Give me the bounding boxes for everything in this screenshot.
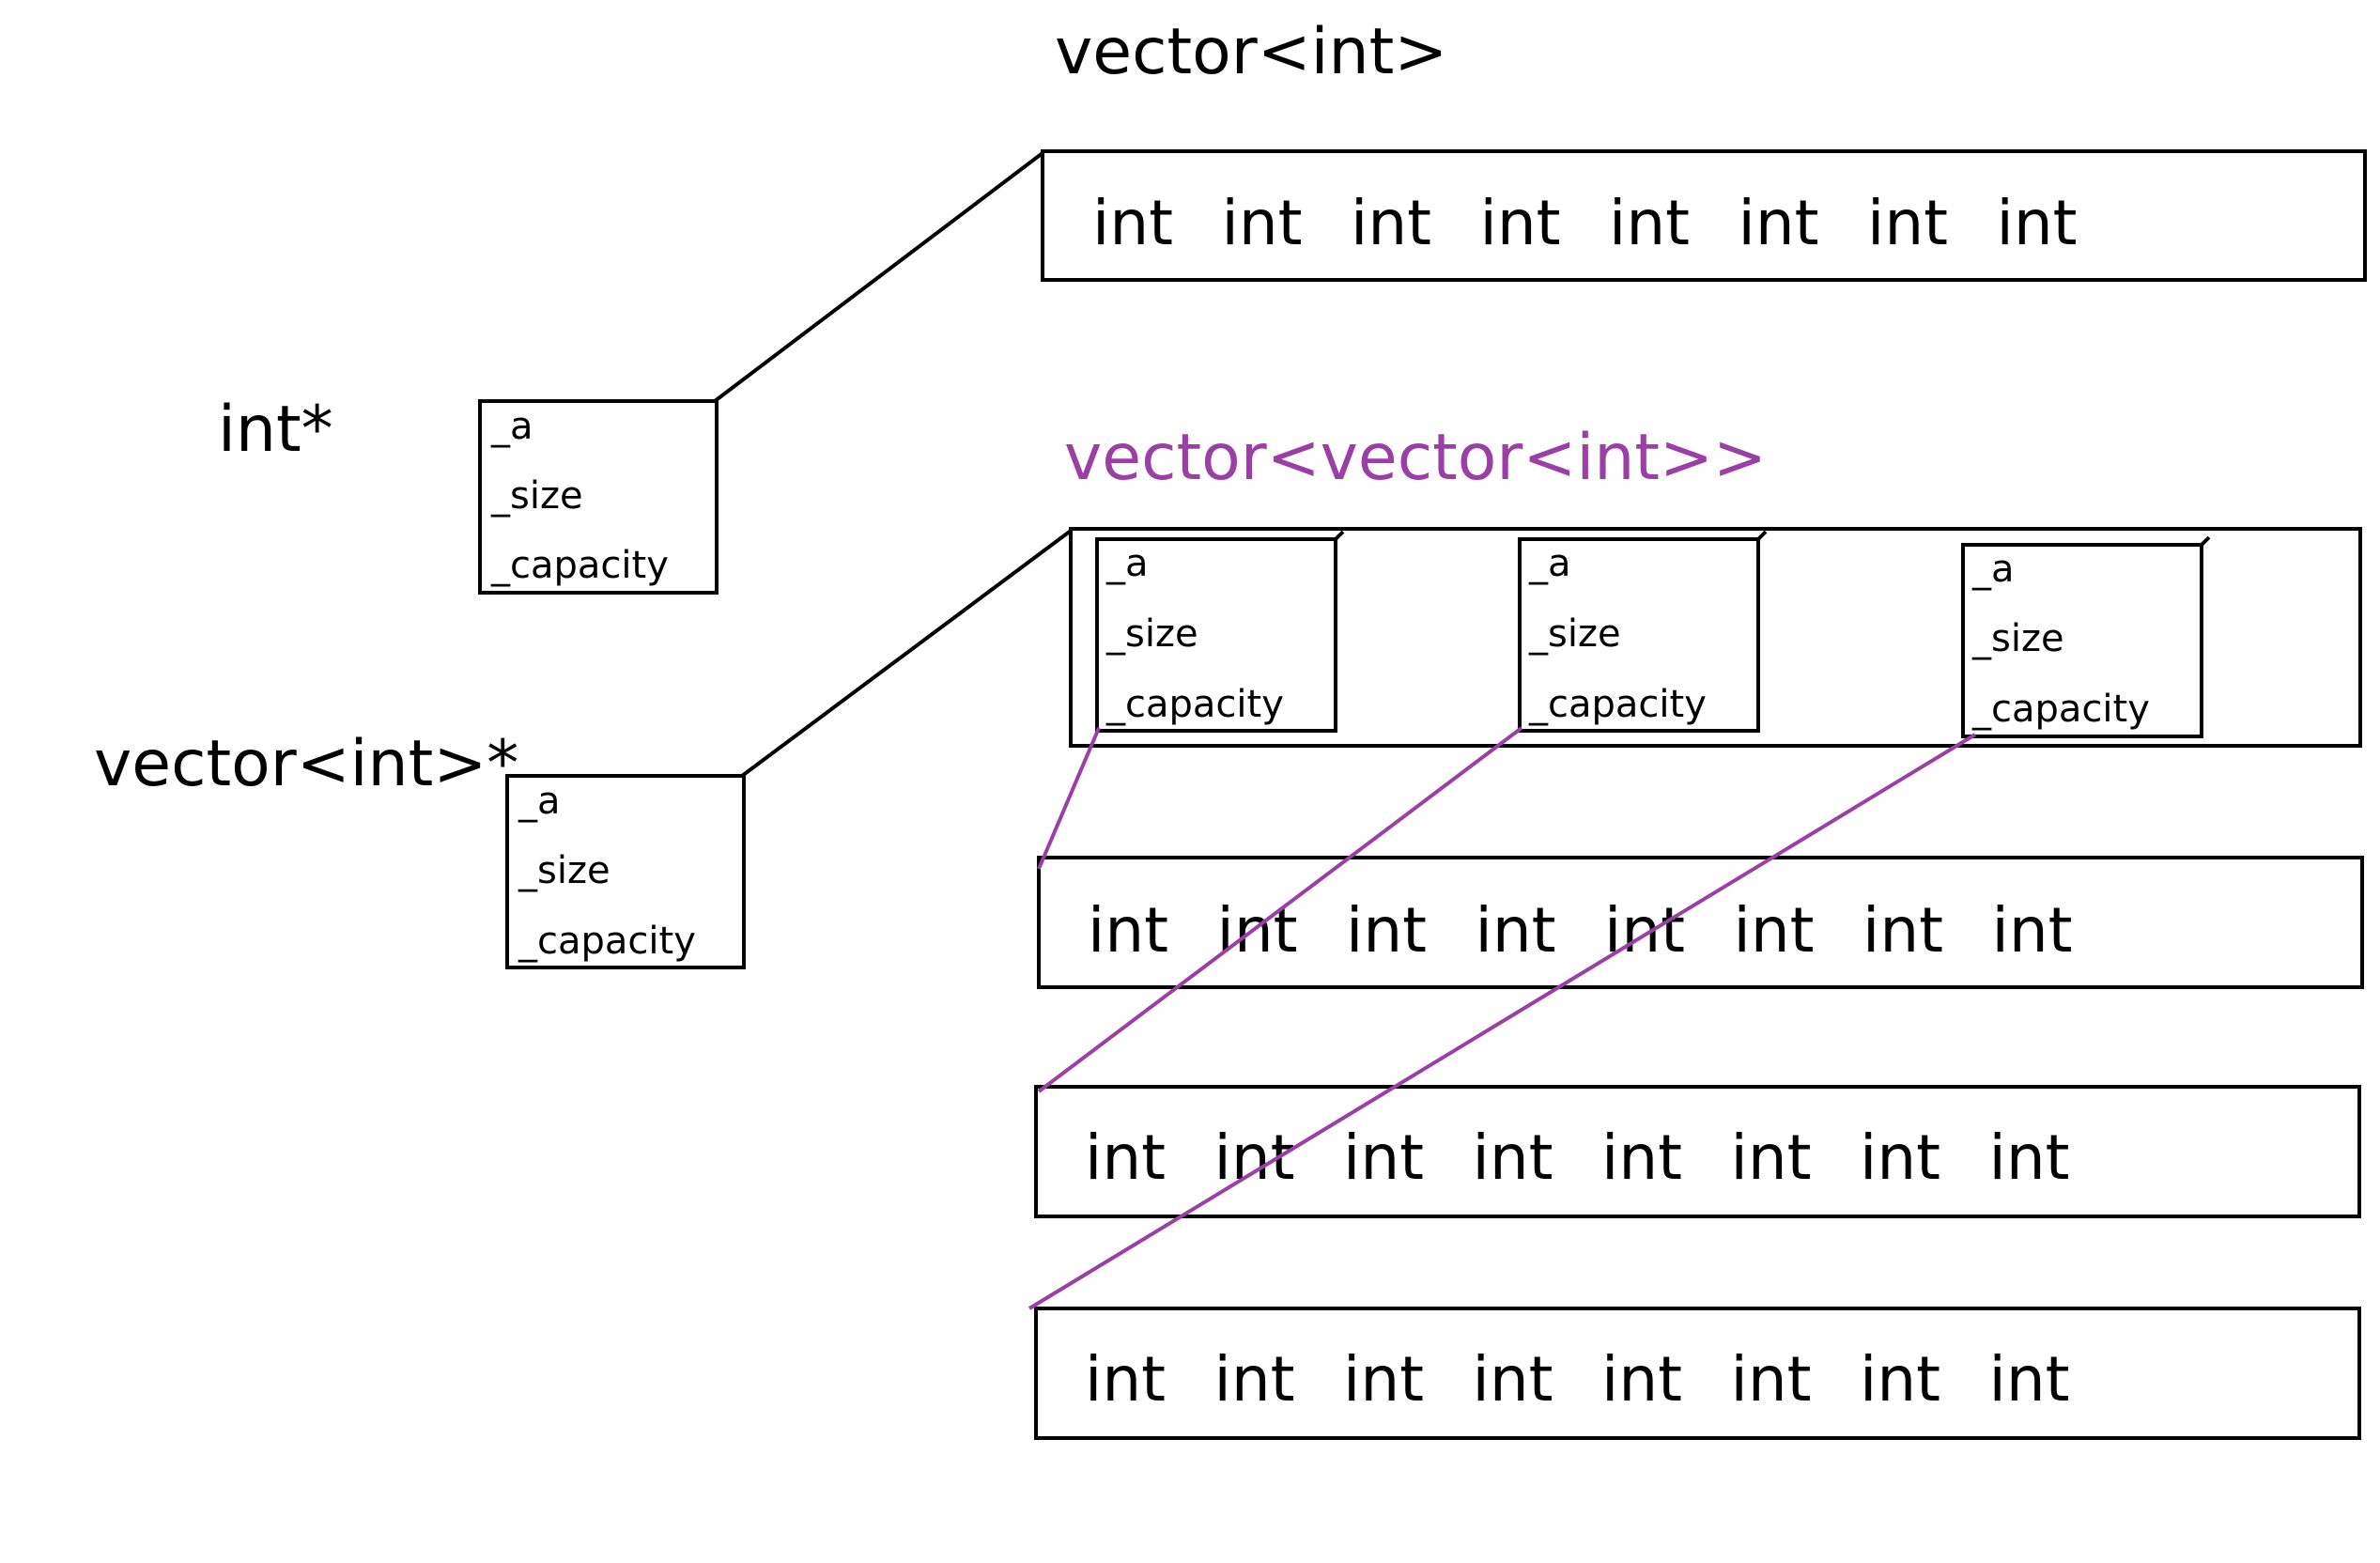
field-size: _size [1971, 617, 2064, 660]
label-vector-int-pointer: vector<int>* [94, 727, 518, 801]
field-capacity: _capacity [1971, 688, 2150, 731]
field-size: _size [490, 474, 583, 518]
int-element: int [1085, 1122, 1166, 1194]
int-element: int [1601, 1122, 1682, 1194]
field-a: _a [1528, 542, 1571, 585]
pointer-struct-b-to-container [740, 529, 1073, 778]
pointer-inner-1-to-row-1 [1037, 727, 1101, 870]
int-element: int [1601, 1343, 1682, 1416]
int-element: int [1860, 1122, 1940, 1194]
inner-vector-struct-1: _a _size _capacity [1095, 530, 1345, 733]
int-element: int [1088, 894, 1168, 967]
int-element: int [1604, 894, 1685, 967]
field-size: _size [1105, 612, 1198, 656]
inner-vector-struct-2: _a _size _capacity [1518, 530, 1768, 733]
field-capacity: _capacity [1528, 683, 1707, 726]
label-int-pointer: int* [218, 393, 333, 467]
inner-vector-container: _a _size _capacity _a _size _capacity _a… [1069, 527, 2362, 748]
title-vector-vector-int: vector<vector<int>> [1064, 421, 1767, 495]
int-element: int [1860, 1343, 1940, 1416]
int-element: int [1989, 1122, 2070, 1194]
int-element: int [1992, 894, 2073, 967]
title-vector-int: vector<int> [1055, 15, 1447, 89]
int-element: int [1867, 187, 1948, 259]
int-element: int [1214, 1122, 1295, 1194]
int-element: int [1989, 1343, 2070, 1416]
inner-vector-struct-3: _a _size _capacity [1961, 535, 2211, 738]
int-element: int [1092, 187, 1173, 259]
int-element: int [1343, 1122, 1424, 1194]
int-element: int [1731, 1343, 1812, 1416]
pointer-inner-2-to-row-2 [1037, 726, 1523, 1093]
int-element: int [1997, 187, 2078, 259]
int-element: int [1480, 187, 1561, 259]
int-element: int [1476, 894, 1556, 967]
field-a: _a [490, 405, 533, 448]
field-a: _a [518, 780, 561, 823]
int-element: int [1731, 1122, 1812, 1194]
int-element: int [1346, 894, 1427, 967]
int-element: int [1739, 187, 1819, 259]
pointer-struct-a-to-top-array [713, 151, 1044, 403]
int-element: int [1862, 894, 1943, 967]
int-element: int [1222, 187, 1303, 259]
field-capacity: _capacity [490, 544, 669, 587]
struct-vector-int-header: _a _size _capacity [478, 399, 719, 595]
int-element: int [1343, 1343, 1424, 1416]
int-element: int [1085, 1343, 1166, 1416]
field-a: _a [1105, 542, 1149, 585]
struct-vector-vector-header: _a _size _capacity [505, 774, 746, 969]
int-element: int [1473, 1122, 1553, 1194]
int-element: int [1351, 187, 1431, 259]
field-capacity: _capacity [518, 920, 696, 963]
int-element: int [1214, 1343, 1295, 1416]
field-a: _a [1971, 548, 2015, 591]
int-element: int [1734, 894, 1815, 967]
int-element: int [1609, 187, 1690, 259]
pointer-inner-3-to-row-3 [1028, 733, 1977, 1310]
int-element: int [1473, 1343, 1553, 1416]
field-size: _size [1528, 612, 1621, 656]
field-capacity: _capacity [1105, 683, 1284, 726]
field-size: _size [518, 849, 610, 892]
